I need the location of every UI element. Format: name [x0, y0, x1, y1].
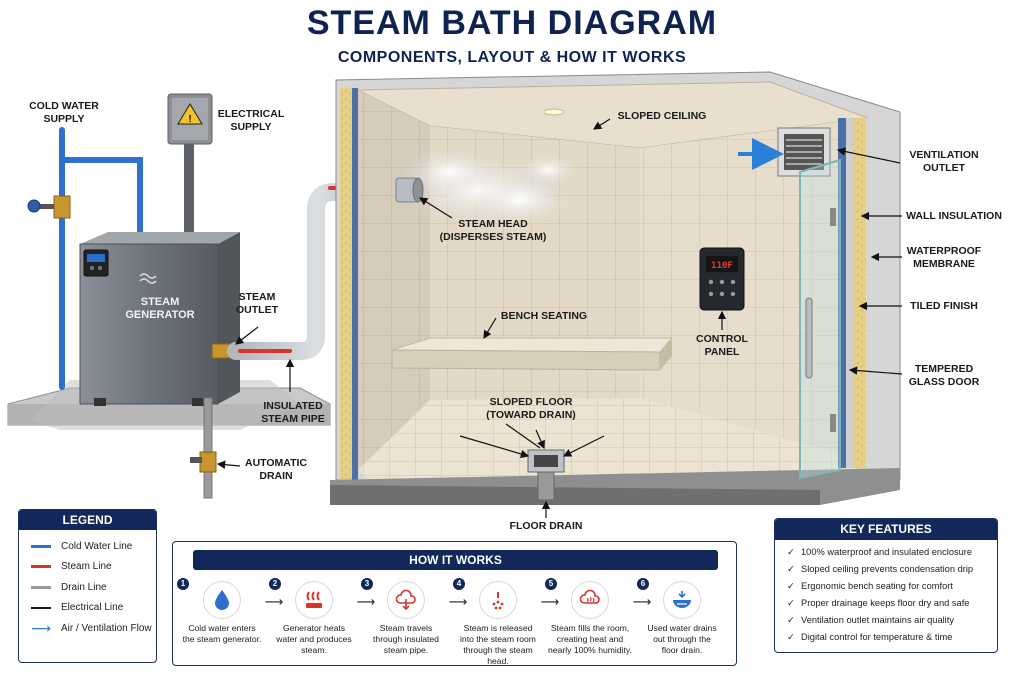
key-features-title: KEY FEATURES [775, 519, 997, 540]
step-5: 5 Steam fills the room,creating heat and… [545, 578, 633, 656]
step-number: 2 [269, 578, 281, 590]
label-sloped-floor: SLOPED FLOOR(TOWARD DRAIN) [486, 396, 576, 421]
legend-item-steam: Steam Line [19, 557, 156, 578]
step-number: 3 [361, 578, 373, 590]
key-feature-item: ✓Ventilation outlet maintains air qualit… [775, 612, 997, 629]
legend-panel: LEGEND Cold Water Line Steam Line Drain … [18, 509, 157, 663]
check-icon: ✓ [787, 598, 795, 608]
page-title: STEAM BATH DIAGRAM [306, 4, 718, 42]
drain-bowl-icon [663, 581, 701, 619]
check-icon: ✓ [787, 547, 795, 557]
step-arrow-icon: ⟶ [448, 594, 468, 609]
key-features-panel: KEY FEATURES ✓100% waterproof and insula… [774, 518, 998, 653]
electrical-swatch-icon [31, 606, 51, 609]
key-feature-item: ✓Ergonomic bench seating for comfort [775, 578, 997, 595]
water-drop-icon [203, 581, 241, 619]
legend-item-cold-water: Cold Water Line [19, 536, 156, 557]
cold-water-swatch-icon [31, 544, 51, 548]
step-arrow-icon: ⟶ [540, 594, 560, 609]
key-feature-item: ✓100% waterproof and insulated enclosure [775, 544, 997, 561]
key-feature-item: ✓Digital control for temperature & time [775, 629, 997, 646]
label-steam-head: STEAM HEAD(DISPERSES STEAM) [439, 218, 547, 243]
label-tiled-finish: TILED FINISH [910, 300, 978, 312]
key-feature-item: ✓Proper drainage keeps floor dry and saf… [775, 595, 997, 612]
cold-water-pipe [59, 127, 143, 390]
glass-door [799, 158, 841, 480]
svg-text:!: ! [188, 114, 191, 125]
check-icon: ✓ [787, 564, 795, 574]
step-number: 1 [177, 578, 189, 590]
steam-cloud-icon [387, 581, 425, 619]
page-subtitle: COMPONENTS, LAYOUT & HOW IT WORKS [337, 49, 687, 66]
legend-item-drain: Drain Line [19, 577, 156, 598]
bench [391, 337, 674, 371]
drain-swatch-icon [31, 585, 51, 589]
key-feature-item: ✓Sloped ceiling prevents condensation dr… [775, 561, 997, 578]
cold-water-valve-icon [27, 195, 71, 219]
step-number: 4 [453, 578, 465, 590]
label-floor-drain: FLOOR DRAIN [509, 520, 583, 532]
humidity-cloud-icon [571, 581, 609, 619]
air-flow-arrow-icon: ⟶ [31, 620, 52, 637]
steam-head [395, 148, 578, 226]
electrical-supply-box: ! [167, 93, 213, 236]
step-number: 5 [545, 578, 557, 590]
step-arrow-icon: ⟶ [632, 594, 652, 609]
floor-drain-fixture [527, 449, 565, 501]
legend-item-electrical: Electrical Line [19, 598, 156, 619]
check-icon: ✓ [787, 615, 795, 625]
leader-lines [216, 118, 903, 518]
ventilation-grille [738, 127, 831, 177]
control-panel-device: 110F [699, 247, 745, 311]
control-panel-display: 110F [711, 261, 733, 271]
legend-item-air-flow: ⟶ Air / Ventilation Flow [31, 620, 152, 637]
check-icon: ✓ [787, 581, 795, 591]
heat-icon [295, 581, 333, 619]
label-sloped-ceiling: SLOPED CEILING [617, 110, 707, 122]
legend-title: LEGEND [19, 510, 156, 530]
step-number: 6 [637, 578, 649, 590]
drain-pipe [190, 397, 217, 499]
steam-generator-unit [79, 232, 240, 406]
step-arrow-icon: ⟶ [356, 594, 376, 609]
steam-release-icon [479, 581, 517, 619]
how-it-works-title: HOW IT WORKS [193, 550, 718, 570]
label-wall-insulation: WALL INSULATION [906, 210, 1002, 222]
label-bench-seating: BENCH SEATING [500, 310, 588, 322]
steam-swatch-icon [31, 565, 51, 569]
step-arrow-icon: ⟶ [264, 594, 284, 609]
check-icon: ✓ [787, 632, 795, 642]
